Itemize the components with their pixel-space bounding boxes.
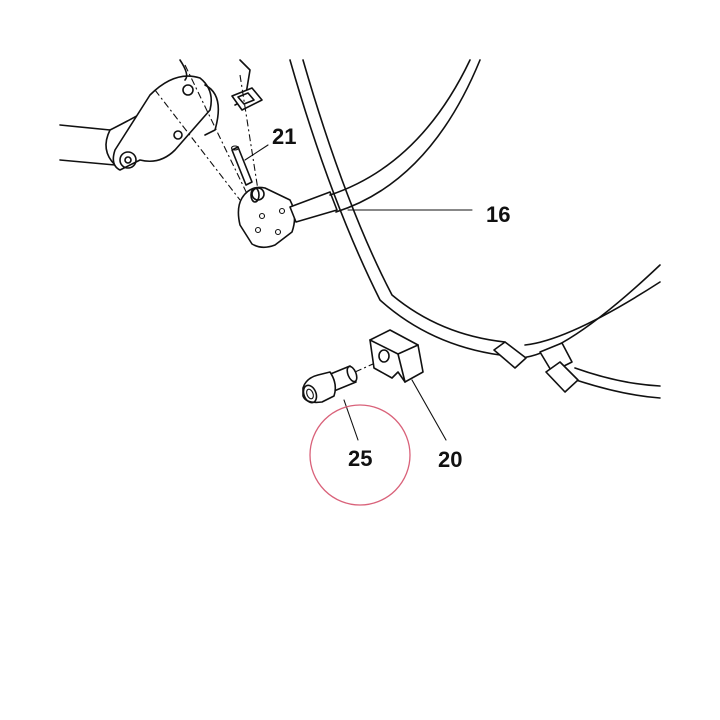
pin-part-21: [230, 145, 253, 186]
arm-assembly: [59, 59, 263, 171]
clip-part-20: [369, 329, 424, 383]
highlight-circle: [309, 404, 411, 506]
cable-part-16: [289, 59, 661, 399]
callout-label-25: 25: [348, 446, 372, 471]
callout-label-16: 16: [486, 202, 510, 227]
leader-lines: [244, 144, 473, 441]
callout-label-21: 21: [272, 124, 296, 149]
cable-end-block: [237, 186, 338, 249]
callout-label-20: 20: [438, 447, 462, 472]
bolt-part-25: [302, 365, 358, 404]
assembly-centerlines: [154, 64, 383, 373]
